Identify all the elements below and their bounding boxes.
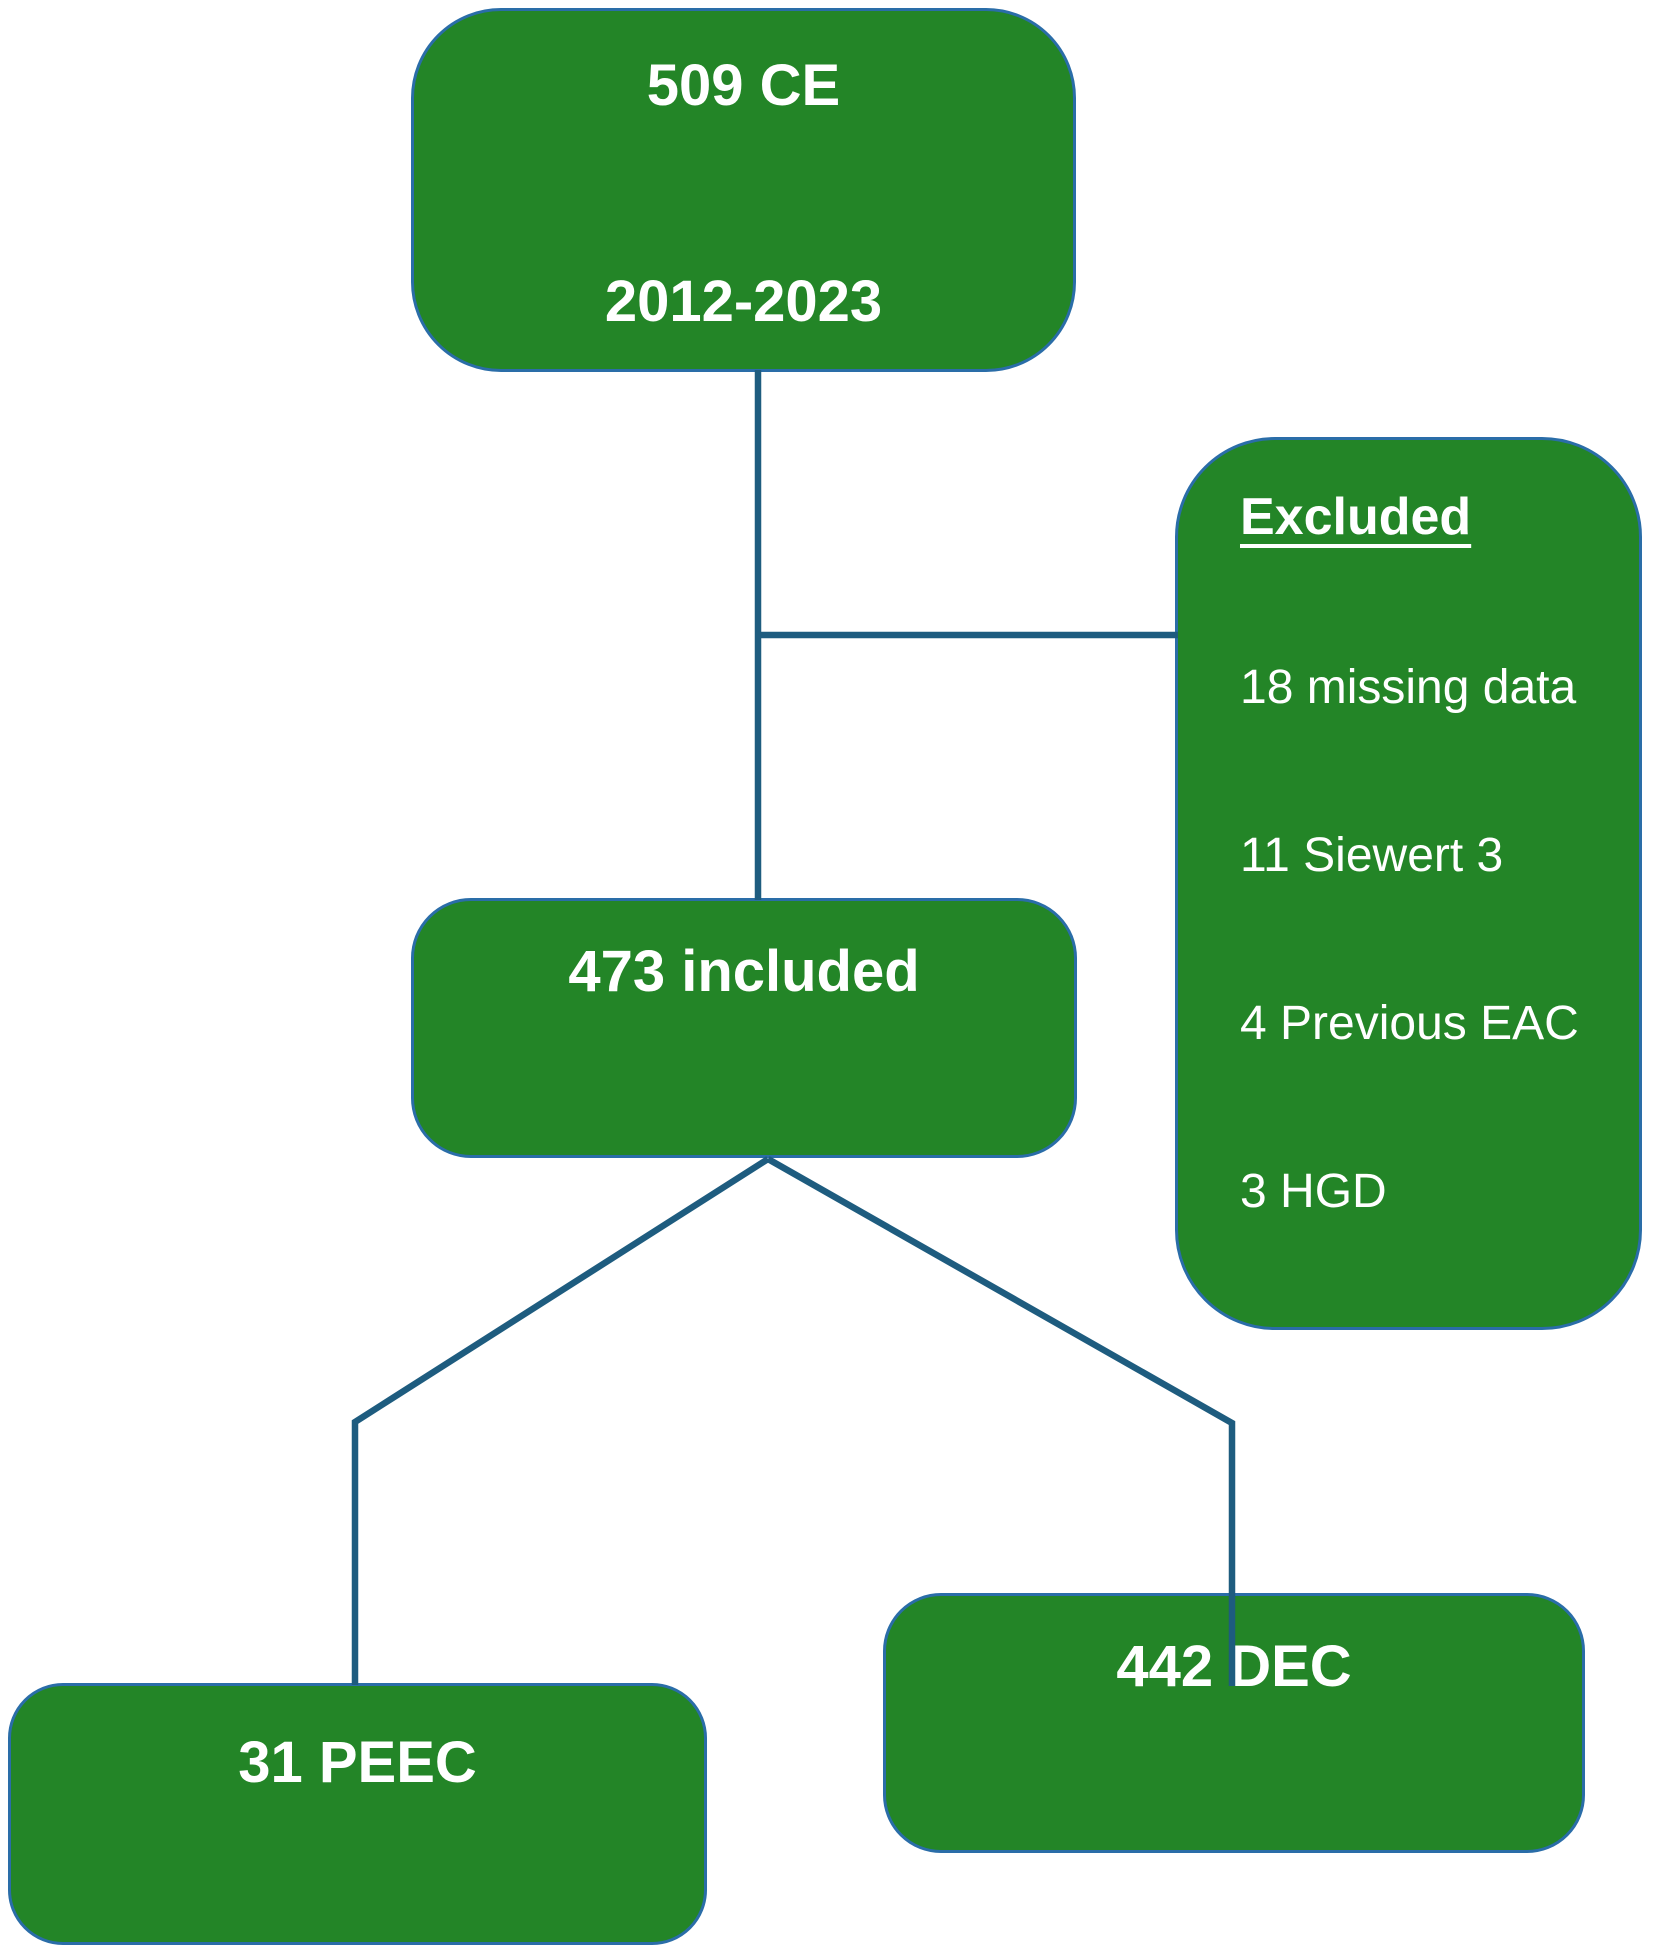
- node-473-included: 473 included: [411, 898, 1077, 1158]
- node-509-ce: 509 CE 2012-2023: [411, 8, 1076, 372]
- excluded-item-hgd: 3 HGD: [1240, 1165, 1387, 1218]
- node-31-peec: 31 PEEC: [8, 1683, 707, 1945]
- connector-included-to-peec: [351, 1156, 770, 1685]
- node-excluded: Excluded 18 missing data 11 Siewert 3 4 …: [1175, 437, 1642, 1330]
- excluded-item-siewert-3: 11 Siewert 3: [1240, 829, 1504, 882]
- excluded-item-previous-eac: 4 Previous EAC: [1240, 997, 1579, 1050]
- node-442-dec: 442 DEC: [883, 1593, 1585, 1853]
- node-509-ce-label: 509 CE: [646, 53, 841, 118]
- node-473-included-label: 473 included: [568, 939, 920, 1004]
- excluded-heading: Excluded: [1240, 488, 1472, 546]
- node-442-dec-label: 442 DEC: [1116, 1634, 1352, 1699]
- node-509-ce-years: 2012-2023: [604, 269, 883, 334]
- node-31-peec-label: 31 PEEC: [238, 1730, 477, 1795]
- excluded-item-missing-data: 18 missing data: [1240, 661, 1577, 714]
